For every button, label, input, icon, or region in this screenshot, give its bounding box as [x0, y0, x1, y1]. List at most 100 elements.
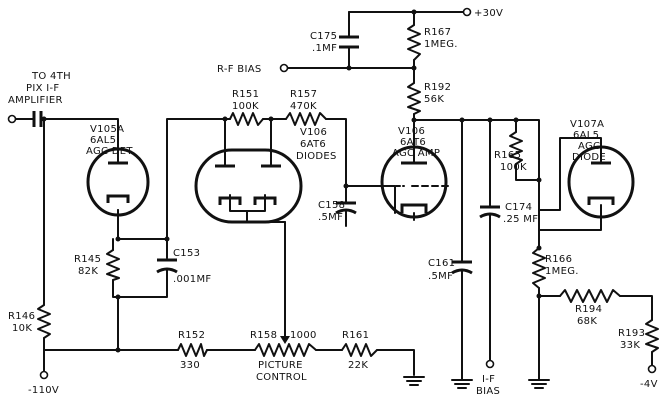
junctions [41, 9, 542, 353]
c158-value: .5MF [318, 212, 343, 223]
terminals [7, 7, 657, 380]
tube-v105a [86, 147, 150, 217]
v107a-type: 6AL5 [573, 130, 599, 141]
r157-name: R157 [290, 89, 317, 100]
c174-name: C174 [505, 202, 532, 213]
minus110-label: -110V [28, 385, 59, 396]
c153-value: .001MF [173, 274, 211, 285]
c161-name: C161 [428, 258, 455, 269]
tube-v106-agc-amp [380, 145, 451, 221]
r152-value: 330 [180, 360, 200, 371]
c153-name: C153 [173, 248, 200, 259]
r151-value: 100K [232, 101, 259, 112]
resistor-r151 [229, 112, 264, 126]
r165-value: 100K [500, 162, 527, 173]
v106-amp-type: 6AT6 [400, 137, 426, 148]
r192-name: R192 [424, 82, 451, 93]
capacitors [32, 35, 501, 281]
r152-name: R152 [178, 330, 205, 341]
r193-value: 33K [620, 340, 640, 351]
r145-name: R145 [74, 254, 101, 265]
r161-name: R161 [342, 330, 369, 341]
r158-wiper-arrow [280, 336, 290, 344]
picture-control-line1: PICTURE [258, 360, 303, 371]
r194-value: 68K [577, 316, 597, 327]
capacitor-c161 [451, 251, 473, 278]
labels: TO 4TH PIX I-F AMPLIFIER V105A 6AL5 AGC … [8, 8, 658, 397]
r193-name: R193 [618, 328, 645, 339]
r166-value: 1MEG. [545, 266, 579, 277]
plus30-label: +30V [474, 8, 503, 19]
resistor-r192 [407, 82, 421, 115]
r167-value: 1MEG. [424, 39, 458, 50]
plus30-terminal [462, 7, 472, 17]
r158-value: 1000 [290, 330, 317, 341]
input-label-line2: PIX I-F [26, 83, 59, 94]
v105a-type: 6AL5 [90, 135, 116, 146]
r167-name: R167 [424, 27, 451, 38]
resistor-r161 [341, 343, 378, 357]
v106-diodes-type: 6AT6 [300, 139, 326, 150]
r161-value: 22K [348, 360, 368, 371]
v106-amp-func: AGC AMP [392, 148, 440, 159]
minus4-terminal [647, 364, 657, 374]
r146-value: 10K [12, 323, 32, 334]
resistor-r158 [254, 343, 317, 357]
resistors [37, 24, 659, 357]
r157-value: 470K [290, 101, 317, 112]
v107a-name: V107A [570, 119, 604, 130]
r166-name: R166 [545, 254, 572, 265]
resistor-r157 [285, 112, 327, 126]
picture-control-line2: CONTROL [256, 372, 307, 383]
c174-value: .25 MF [503, 214, 538, 225]
v106-amp-name: V106 [398, 126, 425, 137]
resistor-r193 [645, 319, 659, 353]
ground-c161 [451, 379, 473, 389]
v105a-name: V105A [90, 124, 124, 135]
c161-value: .5MF [428, 271, 453, 282]
c175-value: .1MF [312, 43, 337, 54]
capacitor-c174 [479, 204, 501, 223]
input-label-line3: AMPLIFIER [8, 95, 63, 106]
if-bias-line2: BIAS [476, 386, 500, 397]
resistor-r167 [407, 24, 421, 61]
resistor-r152 [177, 343, 208, 357]
if-bias-line1: I-F [482, 374, 495, 385]
resistor-r194 [559, 289, 621, 303]
minus110-terminal [39, 370, 49, 380]
rf-bias-terminal [279, 63, 289, 73]
input-terminal [7, 114, 17, 124]
resistor-r166 [532, 247, 546, 289]
v107a-func-line2: DIODE [572, 152, 606, 163]
resistor-r146 [37, 304, 51, 339]
resistor-r165 [509, 131, 523, 165]
if-bias-terminal [485, 359, 495, 369]
r158-name: R158 [250, 330, 277, 341]
rf-bias-label: R-F BIAS [217, 64, 261, 75]
r165-name: R165 [494, 150, 521, 161]
ground-r166 [528, 379, 550, 389]
v106-diodes-func: DIODES [296, 151, 337, 162]
tube-v106-diodes [194, 148, 303, 224]
resistor-r145 [106, 249, 120, 281]
capacitor-c153 [156, 258, 178, 281]
capacitor-c175 [339, 35, 359, 49]
r145-value: 82K [78, 266, 98, 277]
capacitor-c158 [335, 192, 357, 221]
v106-diodes-name: V106 [300, 127, 327, 138]
r146-name: R146 [8, 311, 35, 322]
minus4-label: -4V [640, 379, 658, 390]
grounds [403, 376, 550, 389]
v105a-func: AGC DET [86, 146, 133, 157]
r192-value: 56K [424, 94, 444, 105]
c175-name: C175 [310, 31, 337, 42]
input-capacitor [32, 111, 43, 127]
ground-r161 [403, 376, 425, 386]
v107a-func-line1: AGC [578, 141, 600, 152]
r151-name: R151 [232, 89, 259, 100]
c158-name: C158 [318, 200, 345, 211]
r194-name: R194 [575, 304, 602, 315]
input-label-line1: TO 4TH [31, 71, 71, 82]
